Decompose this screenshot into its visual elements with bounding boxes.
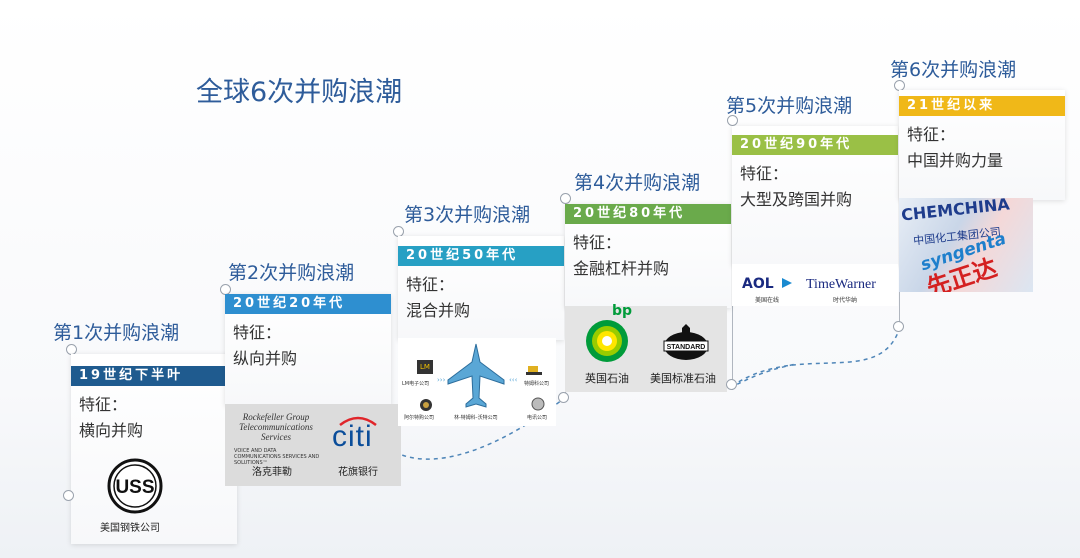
satellite-dish-icon — [531, 397, 545, 411]
timeline-node-bottom-4 — [726, 379, 737, 390]
speaker-icon — [420, 399, 432, 411]
aol-triangle-icon — [782, 278, 792, 288]
wave-6-feature: 中国并购力量 — [907, 151, 1004, 170]
citi-logo: citi — [332, 420, 373, 453]
wave-2-card: 20世纪20年代 特征： 纵向并购 — [225, 294, 391, 406]
wave-6-photo: CHEMCHINA 中国化工集团公司 syngenta 先正达 — [899, 198, 1033, 292]
bp-caption: 英国石油 — [585, 372, 629, 385]
wave-4-card: 20世纪80年代 特征： 金融杠杆并购 — [565, 204, 731, 308]
ltv-caption: 林-特姆科-沃特公司 — [454, 415, 498, 421]
uss-caption: 美国钢铁公司 — [100, 523, 160, 534]
aol-logo: AOL — [742, 276, 774, 292]
uss-logo: USS — [107, 458, 163, 514]
standard-oil-logo: STANDARD — [663, 324, 709, 360]
wave-4-feature-label: 特征： — [573, 233, 622, 252]
wave-3-period: 20世纪50年代 — [398, 246, 564, 266]
wave-5-card: 20世纪90年代 特征： 大型及跨国并购 — [732, 126, 898, 266]
bp-helios-logo — [586, 320, 628, 362]
aol-caption: 美国在线 — [755, 297, 780, 304]
lm-chip-icon: LM — [417, 360, 433, 374]
svg-text:USS: USS — [115, 477, 154, 498]
timeline-node-bottom-6 — [893, 321, 904, 332]
timeline-node-top-5 — [727, 115, 738, 126]
timeline-node-bottom-1 — [63, 490, 74, 501]
wave-2-logo-panel — [225, 404, 401, 486]
timeline-node-bottom-3 — [558, 392, 569, 403]
standard-logo-text: STANDARD — [667, 344, 706, 351]
alt-caption: 阿尔特购公司 — [404, 415, 435, 421]
wave-3-feature: 混合并购 — [406, 301, 471, 320]
wave-3-card: 20世纪50年代 特征： 混合并购 — [398, 236, 564, 340]
lm-caption: LM电子公司 — [402, 381, 430, 387]
wave-3-title: 第3次并购浪潮 — [404, 204, 531, 226]
wave-2-feature-label: 特征： — [233, 323, 282, 342]
wave-2-period: 20世纪20年代 — [225, 294, 391, 314]
airplane-icon — [447, 343, 505, 408]
wave-3-feature-label: 特征： — [406, 275, 455, 294]
chemchina-logo: CHEMCHINA — [900, 198, 1011, 225]
rockefeller-caption: 洛克菲勒 — [252, 467, 292, 478]
rockefeller-logo: Rockefeller Group Telecommunications Ser… — [239, 412, 313, 442]
wave-6-card: 21世纪以来 特征： 中国并购力量 — [899, 90, 1065, 200]
wave-1-feature-label: 特征： — [79, 395, 128, 414]
timewarner-caption: 时代华纳 — [833, 297, 858, 304]
diagram-title: 全球6次并购浪潮 — [196, 77, 403, 108]
arrows-left: ››› — [437, 376, 446, 384]
wave-4-period: 20世纪80年代 — [565, 204, 731, 224]
rockefeller-sub: VOICE AND DATA COMMUNICATIONS SERVICES A… — [234, 448, 320, 466]
wave-5-period: 20世纪90年代 — [732, 135, 898, 155]
bp-logo-text: bp — [612, 303, 633, 319]
wave-1-card: 19世纪下半叶 特征： 横向并购 — [71, 354, 237, 544]
wave-5-title: 第5次并购浪潮 — [726, 95, 853, 117]
wave-6-feature-label: 特征： — [907, 125, 956, 144]
wave-6-title: 第6次并购浪潮 — [890, 59, 1017, 81]
standard-caption: 美国标准石油 — [650, 372, 716, 385]
wave-5-feature-label: 特征： — [740, 164, 789, 183]
wave-6-period: 21世纪以来 — [899, 96, 1065, 116]
wave-4-feature: 金融杠杆并购 — [573, 259, 670, 278]
wave-5-logo-panel — [732, 264, 898, 306]
wave-1-feature: 横向并购 — [79, 421, 144, 440]
wave-2-title: 第2次并购浪潮 — [228, 262, 355, 284]
telecom-caption: 电讯公司 — [527, 415, 548, 421]
timeline-node-top-4 — [560, 193, 571, 204]
wave-2-feature: 纵向并购 — [233, 349, 298, 368]
citi-caption: 花旗银行 — [338, 467, 378, 478]
wave-4-title: 第4次并购浪潮 — [574, 172, 701, 194]
wave-1-period: 19世纪下半叶 — [71, 366, 237, 386]
wave-5-feature: 大型及跨国并购 — [740, 190, 853, 209]
timewarner-logo: TimeWarner — [806, 277, 876, 292]
citi-arc-icon — [339, 416, 377, 426]
temco-caption: 特姆科公司 — [524, 381, 550, 387]
arrows-right: ‹‹‹ — [509, 376, 518, 384]
wave-1-title: 第1次并购浪潮 — [53, 322, 180, 344]
bulldozer-icon — [526, 366, 542, 375]
